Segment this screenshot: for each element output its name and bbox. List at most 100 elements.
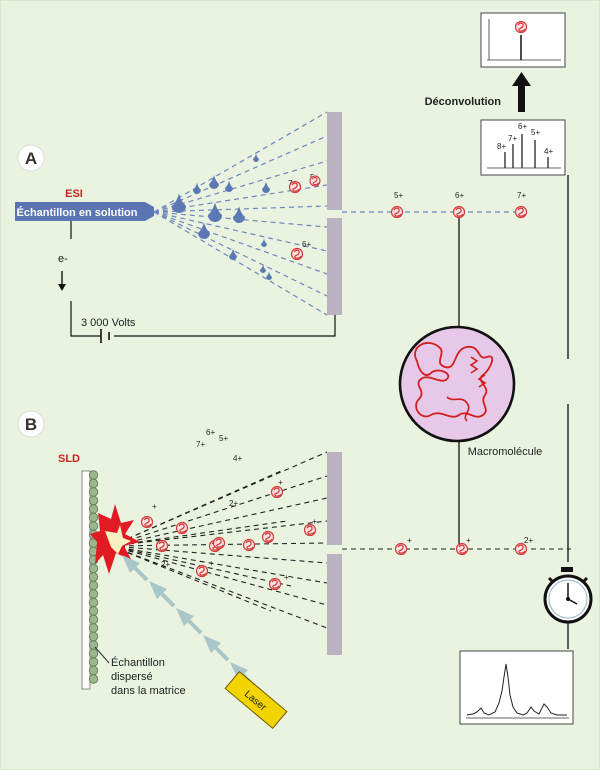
matrix-caption: Échantillon dispersé dans la matrice [94, 646, 186, 697]
protein-ion-strand [517, 544, 526, 554]
laser-arrow-shaft [133, 566, 149, 582]
protein-ion-strand [293, 249, 302, 259]
matrix-bead [88, 478, 99, 489]
spray-line [153, 211, 328, 316]
sample-label: Échantillon en solution [17, 206, 138, 219]
protein-ion-strand [198, 566, 207, 576]
electron-arrow-icon [58, 271, 66, 291]
protein-ion-sld-14 [514, 542, 528, 556]
droplet [253, 153, 259, 162]
macromolecule-icon [398, 325, 516, 443]
protein-ion-strand [458, 544, 467, 554]
protein-ion-spray-3 [290, 247, 304, 261]
droplet [172, 193, 186, 213]
matrix-bead [88, 572, 99, 582]
svg-text:A: A [25, 149, 37, 168]
laser-arrow-head [203, 635, 221, 653]
droplet [198, 222, 210, 239]
sld-title: SLD [58, 453, 80, 465]
beam-charge-6: 6+ [455, 191, 464, 200]
protein-ion-strand [273, 487, 282, 497]
protein-ion-sld-12 [394, 542, 408, 556]
protein-ion-strand [143, 517, 152, 527]
protein-ion-strand [264, 532, 273, 542]
protein-ion-strand [517, 22, 526, 32]
cloud-charge-7: 7+ [196, 440, 205, 449]
protein-ion-strand [306, 525, 315, 535]
esi-detector-plate-top [327, 112, 342, 210]
protein-ion-sld-2 [175, 521, 189, 535]
panel-b-label: B [17, 410, 45, 438]
laser-source: Laser [224, 670, 288, 730]
plume-line [110, 497, 328, 547]
cloud-charge-4: 4+ [233, 454, 242, 463]
laser-arrow-shaft [187, 619, 203, 635]
plume-line [110, 520, 288, 547]
matrix-bead [88, 521, 99, 531]
matrix-bead [88, 512, 99, 523]
panel-a-label: A [17, 144, 45, 172]
matrix-bead [88, 589, 99, 599]
svg-text:B: B [25, 415, 37, 434]
sld-beam-charge-1: + [407, 536, 412, 545]
laser-arrow-shaft [214, 646, 230, 662]
droplet [225, 180, 233, 192]
droplet [229, 248, 237, 260]
beam-charge-5: 5+ [394, 191, 403, 200]
laser-arrows [122, 555, 257, 689]
stopwatch-icon [543, 567, 593, 624]
plume-charge-3: + [278, 478, 283, 487]
droplet [266, 271, 272, 280]
plume-line [110, 475, 328, 547]
matrix-bead [88, 674, 99, 684]
protein-ion-strand [215, 538, 224, 548]
spray-charge-6: 6+ [302, 240, 311, 249]
cloud-charge-5: 5+ [219, 434, 228, 443]
matrix-bead [88, 470, 99, 480]
spray-line [153, 211, 328, 275]
matrix-bead [88, 495, 99, 506]
droplets [172, 153, 272, 280]
electron-label: e- [58, 253, 68, 265]
protein-ion-deconvoluted [514, 20, 528, 34]
matrix-label-line-1: Échantillon [111, 656, 165, 669]
laser-arrow-shaft [160, 592, 176, 608]
plume-line [110, 545, 328, 606]
plume-charge-4: + [312, 517, 317, 526]
laser-burst-core [105, 525, 131, 554]
droplet [208, 202, 222, 222]
plume-charge-7: + [284, 573, 289, 582]
droplet [261, 238, 267, 247]
esi-detector-plate-bottom [327, 218, 342, 315]
matrix-bead [88, 580, 99, 591]
protein-ion-strand [455, 207, 464, 217]
protein-ion-strand [158, 541, 167, 551]
plume-charge-6: + [209, 559, 214, 568]
protein-ion-esi-beam-2 [452, 205, 466, 219]
plume-charge-2: 2+ [229, 499, 238, 508]
protein-ion-strand [393, 207, 402, 217]
macromolecule-label: Macromolécule [468, 446, 543, 458]
protein-ion-sld-5 [212, 536, 226, 550]
deconvolution-arrow-icon [512, 72, 531, 112]
sld-beam-charge-3: 2+ [524, 536, 533, 545]
protein-ion-sld-8 [303, 523, 317, 537]
sld-detector-plate-top [327, 452, 342, 545]
protein-ion-sld-6 [242, 538, 256, 552]
protein-ion-strand [291, 182, 300, 192]
plume-charge-1: + [152, 502, 157, 511]
droplet [193, 182, 201, 194]
protein-ion-strand [517, 207, 526, 217]
deconvolution-label: Déconvolution [425, 96, 502, 108]
laser-arrow-head [149, 581, 167, 599]
plume-line [110, 451, 328, 547]
matrix-label-line-3: dans la matrice [111, 685, 186, 697]
esi-spectrum: 8+ 7+ 6+ 5+ 4+ [480, 119, 566, 176]
plume-line [110, 470, 282, 547]
sld-spectrum [459, 650, 574, 725]
sample-capillary: Échantillon en solution [15, 202, 154, 221]
protein-ion-sld-3 [155, 539, 169, 553]
laser-arrow-head [122, 555, 140, 573]
matrix-beads [88, 470, 99, 684]
plume-line [110, 545, 328, 584]
